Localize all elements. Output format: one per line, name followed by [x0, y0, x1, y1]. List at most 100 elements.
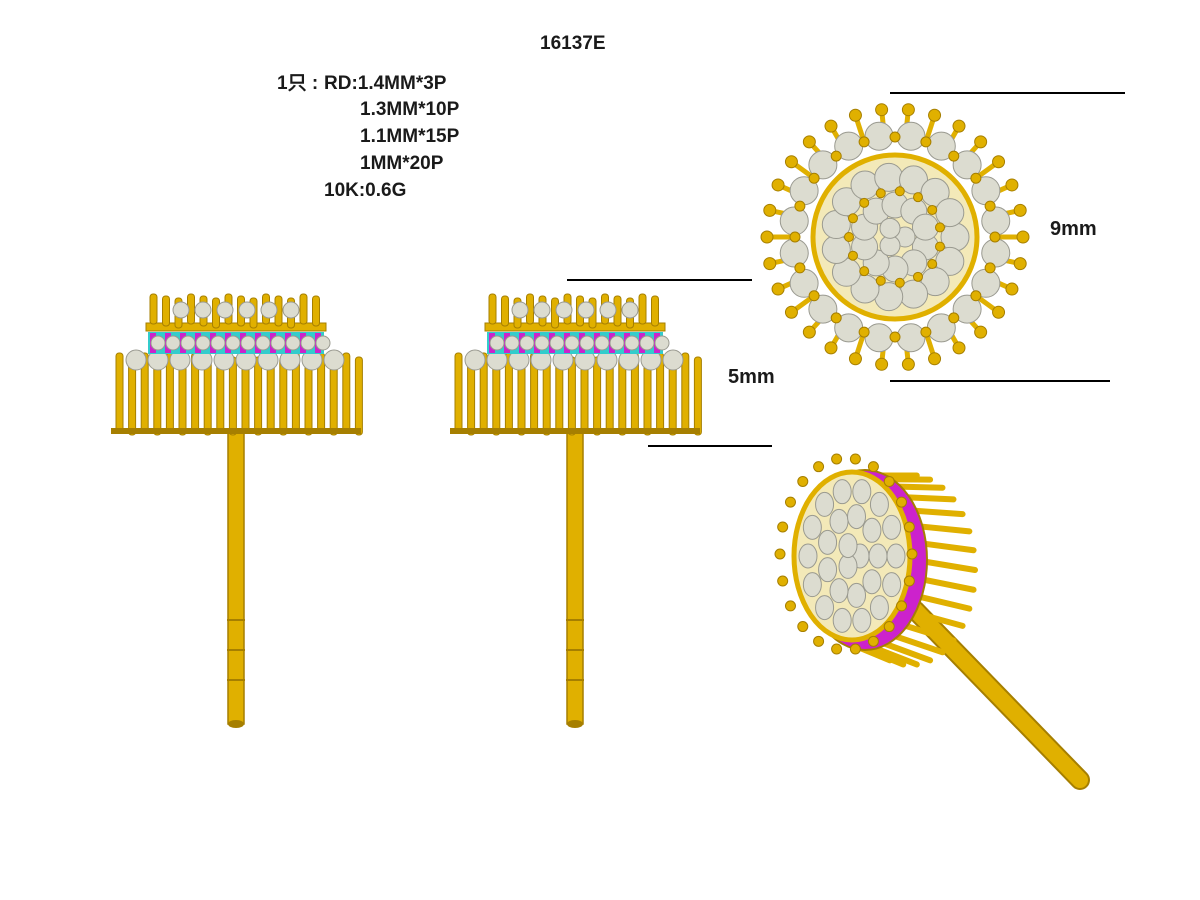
- prong-tip: [1005, 178, 1019, 192]
- diamond: [315, 335, 331, 351]
- prong-tip: [928, 352, 942, 366]
- prong-bead: [934, 241, 945, 252]
- side-view-right: [450, 293, 702, 728]
- prong-bead: [920, 136, 932, 148]
- prong-bead: [858, 136, 870, 148]
- prong-bead: [830, 150, 842, 162]
- gallery-base: [111, 428, 361, 434]
- prong-tip: [802, 135, 816, 149]
- diamond: [911, 213, 939, 241]
- prong-bead: [913, 271, 923, 282]
- diamond: [255, 335, 271, 351]
- diamond: [662, 349, 684, 371]
- diamond: [852, 607, 872, 633]
- diamond: [216, 301, 234, 319]
- prong-tip: [771, 282, 785, 296]
- diamond: [808, 150, 838, 180]
- diamond: [882, 572, 902, 598]
- diamond: [511, 301, 529, 319]
- prong-bead: [927, 259, 938, 270]
- prong-tip: [1016, 230, 1030, 244]
- prong-tip: [802, 325, 816, 339]
- top-prong: [312, 295, 320, 327]
- diamond: [165, 335, 181, 351]
- outer-prong: [115, 352, 124, 432]
- diamond: [621, 301, 639, 319]
- prong-bead: [830, 312, 842, 324]
- prong-bead: [948, 150, 960, 162]
- diamond: [210, 335, 226, 351]
- dimension-lines: [567, 92, 1125, 447]
- diamond: [879, 217, 901, 239]
- diamond: [282, 301, 300, 319]
- diamond: [172, 301, 190, 319]
- diamond: [238, 301, 256, 319]
- diamond: [260, 301, 278, 319]
- prong-tip: [901, 103, 915, 117]
- outer-prong: [342, 352, 351, 432]
- top-prong: [651, 295, 659, 327]
- diamond: [564, 335, 580, 351]
- diamond: [869, 595, 889, 621]
- diamond: [802, 514, 822, 540]
- diamond: [818, 529, 838, 555]
- prong-bead: [847, 250, 858, 261]
- diamond: [519, 335, 535, 351]
- prong-bead: [875, 188, 886, 199]
- diamond: [847, 582, 867, 608]
- prong-bead: [875, 275, 886, 286]
- prong-tip: [1013, 203, 1027, 217]
- prong-tip: [875, 357, 889, 371]
- prong-tip: [784, 600, 796, 612]
- prong-bead: [858, 326, 870, 338]
- diamond: [868, 543, 888, 569]
- outer-prong: [354, 356, 363, 436]
- diamond: [594, 335, 610, 351]
- prong-tip: [992, 155, 1006, 169]
- prong-tip: [777, 575, 789, 587]
- diamond: [832, 479, 852, 505]
- prong-bead: [894, 186, 905, 197]
- prong-bead: [794, 262, 806, 274]
- prong-tip: [928, 108, 942, 122]
- diamond: [599, 301, 617, 319]
- prong-tip: [797, 475, 809, 487]
- diamond: [940, 222, 970, 252]
- diamond: [240, 335, 256, 351]
- prong-bead: [948, 312, 960, 324]
- prong-tip: [777, 521, 789, 533]
- prong-tip: [831, 453, 843, 465]
- diamond: [808, 294, 838, 324]
- prong-bead: [794, 200, 806, 212]
- prong-bead: [927, 204, 938, 215]
- prong-tip: [763, 257, 777, 271]
- prong-tip: [784, 496, 796, 508]
- prong-tip: [813, 635, 825, 647]
- prong-bead: [859, 197, 870, 208]
- prong-tip: [774, 548, 786, 560]
- diamond: [225, 335, 241, 351]
- prong-tip: [849, 643, 861, 655]
- prong-bead: [920, 326, 932, 338]
- diamond: [952, 150, 982, 180]
- diamond: [577, 301, 595, 319]
- prong-bead: [808, 290, 820, 302]
- prong-tip: [992, 305, 1006, 319]
- prong-tip: [901, 357, 915, 371]
- prong-tip: [771, 178, 785, 192]
- diamond: [624, 335, 640, 351]
- prong-tip: [831, 643, 843, 655]
- diamond: [981, 238, 1011, 268]
- bezel: [484, 322, 666, 332]
- diamond: [504, 335, 520, 351]
- prong-tip: [867, 461, 879, 473]
- top-prong: [299, 293, 308, 325]
- outer-prong: [454, 352, 463, 432]
- diamond: [654, 335, 670, 351]
- prong-tip: [784, 305, 798, 319]
- prong-tip: [797, 621, 809, 633]
- diamond: [829, 508, 849, 534]
- prong-tip: [1013, 257, 1027, 271]
- diamond: [886, 543, 906, 569]
- prong-bead: [808, 172, 820, 184]
